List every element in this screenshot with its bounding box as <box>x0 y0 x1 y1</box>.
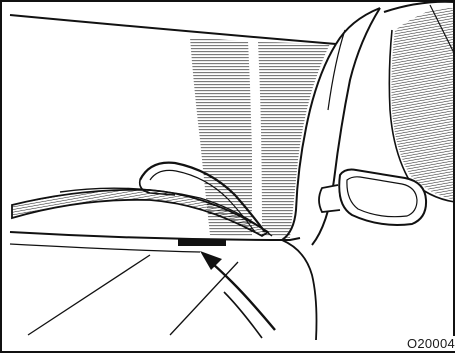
figure-code: O20004 <box>403 336 455 351</box>
windshield-top-edge <box>10 15 336 44</box>
vin-plate <box>178 239 226 246</box>
side-window <box>384 2 455 202</box>
pointer-arrow <box>200 251 275 338</box>
